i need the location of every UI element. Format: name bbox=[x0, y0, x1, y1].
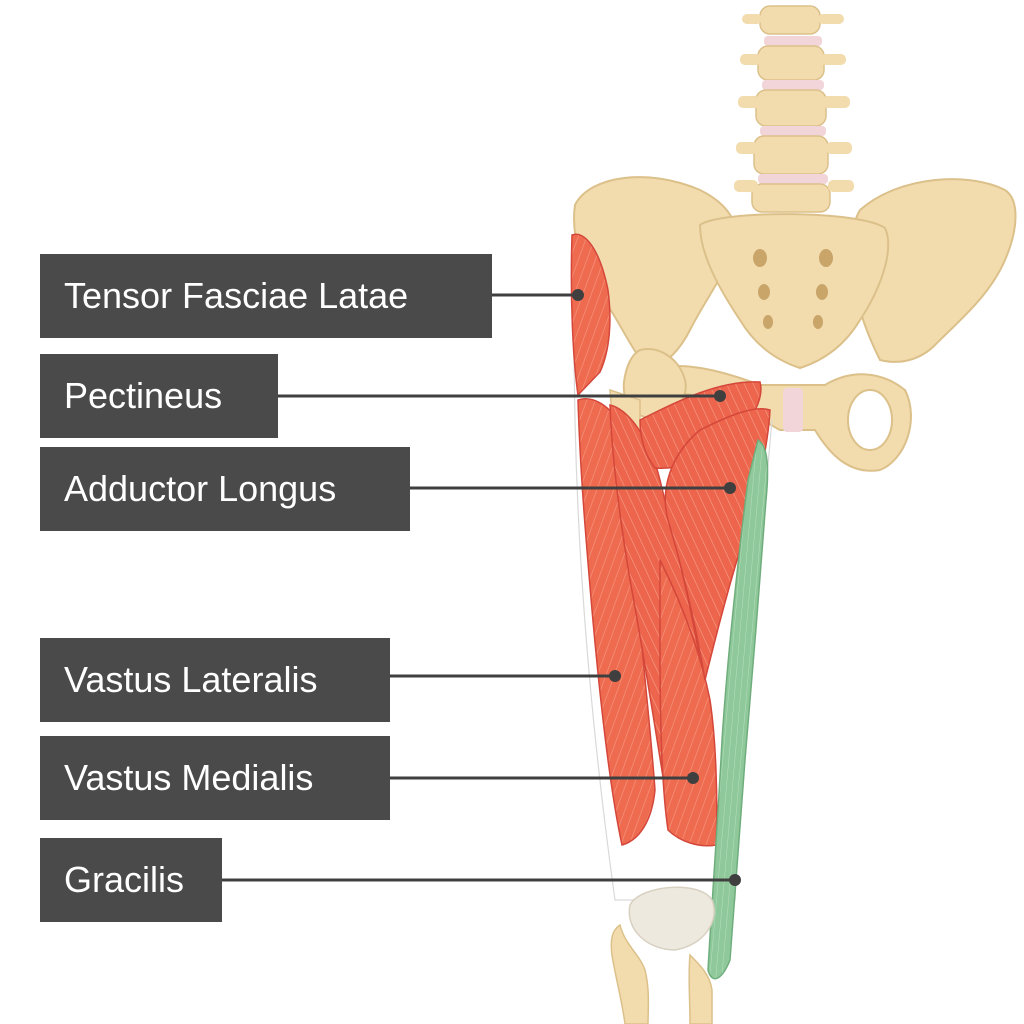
adductor-longus-muscle bbox=[664, 408, 771, 681]
label-tensor-fasciae-latae: Tensor Fasciae Latae bbox=[40, 254, 492, 338]
gracilis-muscle bbox=[707, 438, 769, 980]
label-adductor-longus: Adductor Longus bbox=[40, 447, 410, 531]
lower-leg-bones bbox=[610, 923, 713, 1024]
pointer-dot bbox=[572, 289, 584, 301]
pointer-dot bbox=[729, 874, 741, 886]
pointer-dot bbox=[609, 670, 621, 682]
lumbar-spine bbox=[734, 5, 854, 213]
tensor-fasciae-latae-muscle bbox=[570, 233, 611, 397]
pointer-dot bbox=[714, 390, 726, 402]
label-vastus-lateralis: Vastus Lateralis bbox=[40, 638, 390, 722]
pointer-dot bbox=[687, 772, 699, 784]
label-gracilis: Gracilis bbox=[40, 838, 222, 922]
label-vastus-medialis: Vastus Medialis bbox=[40, 736, 390, 820]
leader-lines bbox=[222, 293, 735, 882]
label-pectineus: Pectineus bbox=[40, 354, 278, 438]
leader-dots bbox=[572, 289, 741, 886]
pelvis bbox=[573, 176, 1017, 472]
pointer-dot bbox=[724, 482, 736, 494]
patella bbox=[628, 886, 715, 951]
